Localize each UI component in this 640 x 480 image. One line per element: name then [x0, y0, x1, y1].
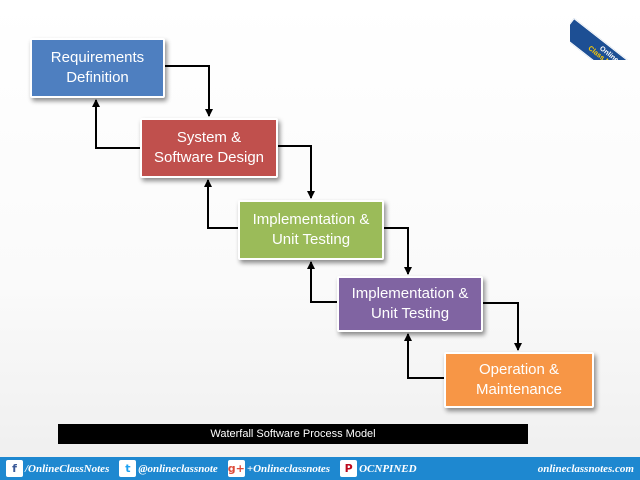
- footer-link-text: @onlineclassnote: [138, 462, 218, 475]
- box-label-line: System &: [176, 128, 242, 146]
- corner-badge[interactable]: Online Class Notes: [570, 0, 640, 60]
- box-label-line: Definition: [66, 69, 129, 86]
- footer-link-text: /OnlineClassNotes: [25, 462, 110, 475]
- requirements-definition-box: Requirements Definition: [30, 38, 165, 98]
- twitter-icon: t: [119, 460, 137, 477]
- box-label-line: Operation &: [478, 360, 560, 378]
- google-plus-icon: g+: [227, 460, 245, 477]
- feedback-arrow-testing-to-implementation: [307, 261, 337, 303]
- footer-link-pinterest[interactable]: P OCNPINED: [340, 460, 417, 477]
- feedback-arrow-operation-to-testing: [404, 333, 444, 379]
- operation-maintenance-box: Operation & Maintenance: [444, 352, 594, 408]
- social-footer: f /OnlineClassNotes t @onlineclassnote g…: [0, 457, 640, 480]
- footer-link-facebook[interactable]: f /OnlineClassNotes: [6, 460, 109, 477]
- feedback-arrow-design-to-requirements: [92, 99, 140, 149]
- footer-link-text: +Onlineclassnotes: [246, 462, 331, 475]
- box-label-line: Software Design: [153, 149, 265, 166]
- pinterest-icon: P: [340, 460, 358, 477]
- footer-site-link[interactable]: onlineclassnotes.com: [537, 462, 634, 475]
- arrow-requirements-to-design: [165, 65, 213, 117]
- arrow-design-to-implementation: [278, 145, 315, 199]
- footer-link-google-plus[interactable]: g+ +Onlineclassnotes: [228, 460, 330, 477]
- box-label-line: Implementation &: [252, 210, 370, 228]
- feedback-arrow-implementation-to-design: [204, 179, 238, 229]
- box-label-line: Unit Testing: [271, 231, 351, 248]
- box-label-line: Unit Testing: [370, 305, 450, 322]
- box-label-line: Maintenance: [476, 381, 562, 398]
- diagram-caption: Waterfall Software Process Model: [58, 424, 528, 444]
- badge-band: Online Class Notes: [570, 18, 640, 60]
- implementation-unit-testing-box: Implementation & Unit Testing: [238, 200, 384, 260]
- arrow-implementation-to-testing: [384, 227, 412, 275]
- facebook-icon: f: [6, 460, 23, 477]
- footer-link-text: OCNPINED: [359, 462, 417, 475]
- box-label-line: Implementation &: [351, 284, 469, 302]
- arrow-testing-to-operation: [483, 302, 522, 351]
- footer-link-twitter[interactable]: t @onlineclassnote: [119, 460, 218, 477]
- box-label-line: Requirements: [50, 48, 145, 66]
- implementation-unit-testing-box-2: Implementation & Unit Testing: [337, 276, 483, 332]
- system-software-design-box: System & Software Design: [140, 118, 278, 178]
